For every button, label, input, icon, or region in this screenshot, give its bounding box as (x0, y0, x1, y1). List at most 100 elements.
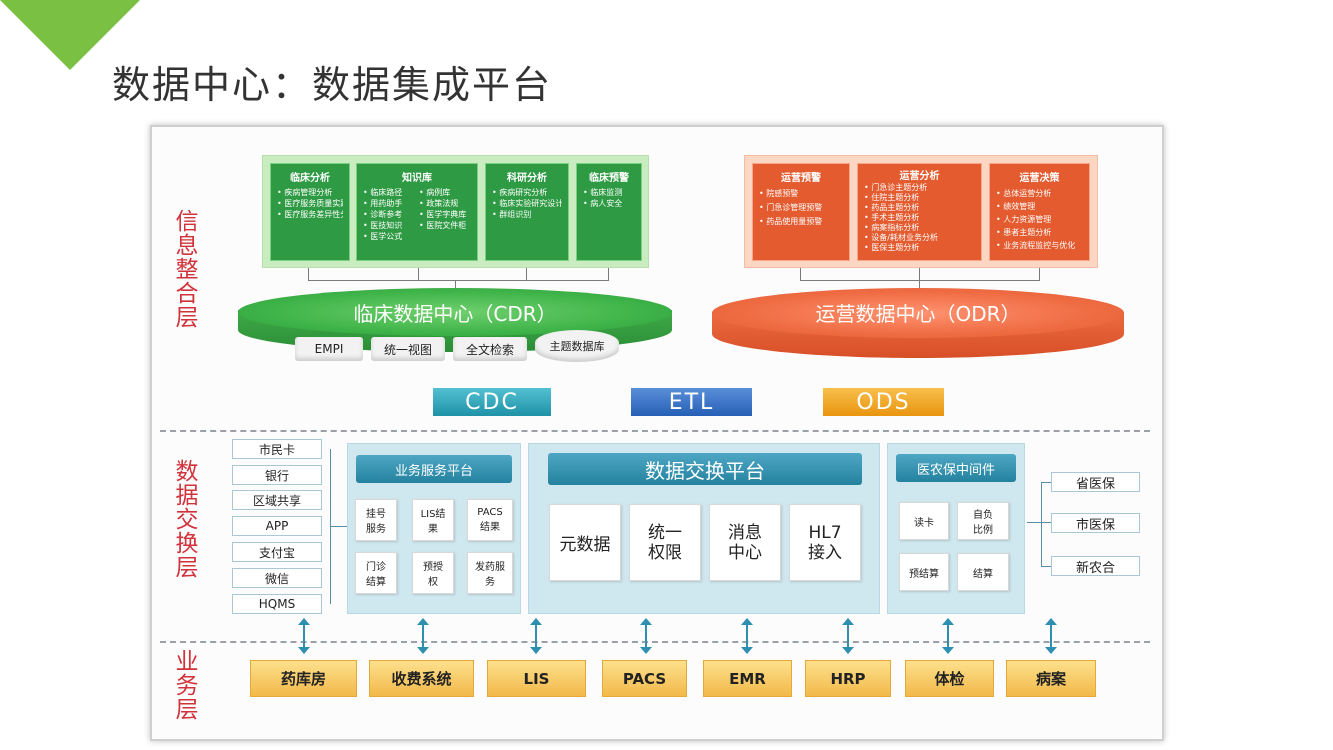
odr-disk-top (712, 288, 1124, 338)
left-list-item: 微信 (232, 568, 322, 588)
exchange-item-message-center: 消息中心 (709, 504, 781, 581)
operation-item: • 院感预警 (759, 189, 799, 198)
operation-item: • 绩效管理 (996, 202, 1036, 211)
business-service-item: PACS结果 (467, 499, 513, 541)
right-list-bracket (1041, 522, 1051, 523)
clinical-item: • 疾病研究分析 (492, 188, 548, 197)
cdr-chip-topic-db: 主题数据库 (535, 330, 619, 362)
left-list-item: 支付宝 (232, 542, 322, 562)
left-list-item: 区域共享 (232, 490, 322, 510)
right-list-bracket (1041, 566, 1051, 567)
left-list-item: 银行 (232, 465, 322, 485)
business-service-item: 门诊结算 (355, 552, 397, 594)
layer-label-char: 务 (175, 673, 199, 699)
business-system-medical-records: 病案 (1006, 660, 1096, 697)
operation-item: • 药品使用量预警 (759, 217, 823, 226)
clinical-item: • 医技知识 (363, 221, 403, 230)
layer-label-char: 据 (175, 483, 199, 509)
connector-line (455, 280, 456, 294)
layer-label-char: 换 (175, 531, 199, 557)
operation-item: • 业务流程监控与优化 (996, 241, 1076, 250)
connector-line (308, 280, 609, 281)
operation-box-title: 运营分析 (899, 171, 940, 182)
business-system-emr: EMR (703, 660, 792, 697)
clinical-item: • 疾病管理分析 (277, 188, 333, 197)
right-list-bracket (1027, 522, 1041, 523)
connector-line (919, 268, 920, 280)
clinical-item: • 医学字典库 (419, 210, 467, 219)
clinical-item: • 医院文件柜 (419, 221, 467, 230)
double-arrow-icon (942, 618, 954, 654)
exchange-item-unified-permission: 统一权限 (629, 504, 701, 581)
operation-item: • 设备/耗材业务分析 (864, 233, 938, 242)
operation-item: • 患者主题分析 (996, 228, 1052, 237)
exchange-item-metadata: 元数据 (549, 504, 621, 581)
layer-label-char: 信 (175, 209, 199, 235)
left-list-bracket (330, 526, 348, 527)
clinical-item: • 诊断参考 (363, 210, 403, 219)
connector-line (418, 268, 419, 280)
corner-triangle-decoration (0, 0, 140, 70)
left-list-item: HQMS (232, 594, 322, 614)
page-title: 数据中心：数据集成平台 (112, 63, 553, 107)
right-list-item: 新农合 (1051, 556, 1140, 576)
layer-label-business: 业务层 (172, 650, 202, 722)
business-system-hrp: HRP (805, 660, 891, 697)
operation-item: • 药品主题分析 (864, 203, 920, 212)
insurance-item: 读卡 (899, 502, 949, 540)
exchange-item-hl7: HL7接入 (789, 504, 861, 581)
operation-item: • 总体运营分析 (996, 189, 1052, 198)
connector-line (1039, 268, 1040, 280)
layer-label-char: 交 (175, 507, 199, 533)
separator-exchange-business (160, 641, 1150, 643)
clinical-item: • 病人安全 (583, 199, 623, 208)
clinical-item: • 临床路径 (363, 188, 403, 197)
connector-line (919, 280, 920, 294)
business-system-lis: LIS (487, 660, 586, 697)
insurance-middleware-title: 医农保中间件 (896, 454, 1016, 482)
right-list-item: 市医保 (1051, 513, 1140, 533)
clinical-item: • 临床监测 (583, 188, 623, 197)
operation-box-decision: 运营决策 • 总体运营分析 • 绩效管理 • 人力资源管理 • 患者主题分析 •… (989, 163, 1090, 261)
operation-box-title: 运营决策 (1019, 173, 1060, 184)
business-system-physical-exam: 体检 (905, 660, 994, 697)
right-list-item: 省医保 (1051, 472, 1140, 492)
left-list-item: APP (232, 516, 322, 536)
cdr-chip-empi: EMPI (295, 337, 363, 361)
operation-item: • 手术主题分析 (864, 213, 920, 222)
layer-label-char: 息 (175, 233, 199, 259)
clinical-box-research: 科研分析 • 疾病研究分析 • 临床实验研究设计 • 群组识别 (485, 163, 569, 261)
double-arrow-icon (530, 618, 542, 654)
insurance-item: 预结算 (899, 553, 949, 591)
layer-label-char: 层 (175, 305, 199, 331)
clinical-item: • 政策法规 (419, 199, 459, 208)
insurance-item: 结算 (957, 553, 1009, 591)
connector-line (800, 280, 1040, 281)
business-service-item: 预授权 (412, 552, 454, 594)
clinical-item: • 医学公式 (363, 232, 403, 241)
clinical-box-title: 临床分析 (290, 173, 330, 184)
odr-label: 运营数据中心（ODR） (815, 302, 1021, 326)
operation-item: • 病案指标分析 (864, 223, 920, 232)
left-list-item: 市民卡 (232, 439, 322, 459)
cdr-disk-top (238, 288, 672, 336)
clinical-box-analysis: 临床分析 • 疾病管理分析 • 医疗服务质量实践分析 • 医疗服务差异性分析 (270, 163, 350, 261)
operation-box-warning: 运营预警 • 院感预警 • 门急诊管理预警 • 药品使用量预警 (752, 163, 850, 261)
double-arrow-icon (741, 618, 753, 654)
exchange-platform-title: 数据交换平台 (548, 453, 862, 485)
layer-label-char: 整 (175, 257, 199, 283)
business-system-pacs: PACS (602, 660, 687, 697)
double-arrow-icon (842, 618, 854, 654)
business-service-item: 发药服务 (467, 552, 513, 594)
layer-label-char: 层 (175, 555, 199, 581)
clinical-item: • 医疗服务质量实践分析 (277, 199, 343, 208)
clinical-box-title: 科研分析 (507, 173, 547, 184)
clinical-item: • 临床实验研究设计 (492, 199, 562, 208)
insurance-item: 自负比例 (957, 502, 1009, 540)
connector-line (308, 268, 309, 280)
cdr-label: 临床数据中心（CDR） (353, 302, 557, 326)
right-list-bracket (1041, 482, 1051, 483)
clinical-box-title: 临床预警 (589, 173, 629, 184)
pipe-ods: ODS (823, 388, 944, 416)
pipe-cdc: CDC (433, 388, 551, 416)
